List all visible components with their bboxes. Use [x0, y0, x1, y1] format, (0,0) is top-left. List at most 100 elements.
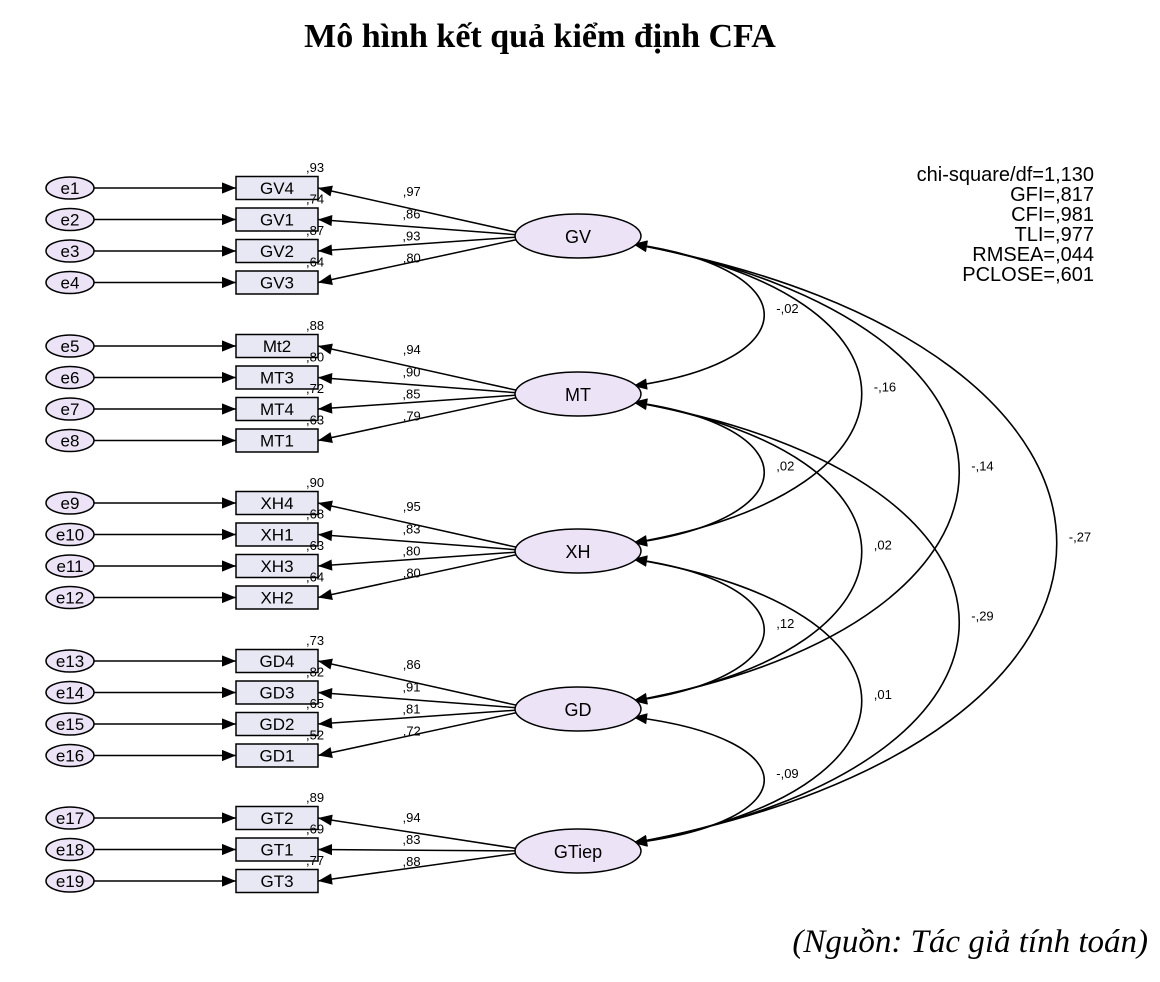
r2-label-xh2: ,64	[306, 570, 324, 585]
error-node-e16	[45, 743, 95, 768]
covariance-label-xh-gd: ,12	[776, 616, 794, 631]
error-node-e6	[45, 365, 95, 390]
loading-path-gd2	[317, 709, 517, 729]
loading-path-gv2	[317, 236, 517, 256]
covariance-xh-gd	[632, 555, 766, 705]
factor-label-gtiep: GTiep	[554, 842, 602, 862]
error-node-e4	[45, 270, 95, 295]
fit-stat-chisq: chi-square/df=1,130	[916, 164, 1094, 186]
covariance-label-mt-gd: ,02	[874, 538, 892, 553]
r2-label-gd4: ,73	[306, 633, 324, 648]
error-node-e7	[45, 397, 95, 421]
loading-label-mt1: ,79	[403, 409, 421, 424]
diagram-title: Mô hình kết quả kiểm định CFA	[304, 18, 776, 55]
error-node-e18	[45, 837, 95, 862]
loading-path-mt1	[317, 396, 518, 444]
error-label-e1: e1	[61, 179, 80, 198]
fit-stat-gfi: GFI=,817	[1010, 184, 1094, 206]
error-node-e14	[45, 680, 95, 705]
loading-label-mt3: ,90	[402, 364, 420, 379]
item-box-xh3	[235, 553, 319, 579]
item-label-gd4: GD4	[260, 652, 295, 671]
loading-label-xh1: ,83	[402, 521, 420, 536]
item-box-gd3	[235, 680, 319, 705]
item-label-xh3: XH3	[260, 557, 293, 576]
error-label-e5: e5	[61, 337, 80, 356]
loading-label-gt3: ,88	[403, 854, 421, 869]
loading-path-gd3	[317, 687, 517, 709]
covariance-gv-gtiep	[632, 241, 1058, 846]
loading-label-gv1: ,86	[402, 206, 420, 221]
loading-label-gt1: ,83	[402, 832, 420, 847]
loading-label-gt2: ,94	[403, 810, 421, 825]
loading-path-gv1	[317, 214, 517, 236]
covariance-xh-gtiep	[632, 555, 863, 847]
factor-label-mt: MT	[565, 385, 591, 405]
loading-label-gd4: ,86	[403, 657, 421, 672]
item-box-gv1	[235, 207, 319, 232]
loading-label-gv3: ,80	[403, 251, 421, 266]
item-label-gd3: GD3	[260, 684, 295, 703]
error-label-e9: e9	[61, 494, 80, 513]
covariance-label-gv-mt: -,02	[776, 301, 798, 316]
item-label-gv1: GV1	[260, 211, 294, 230]
loading-path-gv3	[317, 238, 518, 286]
loading-path-xh1	[317, 529, 517, 551]
covariance-label-gv-xh: -,16	[874, 380, 896, 395]
fit-stat-pclose: PCLOSE=,601	[962, 264, 1094, 286]
item-label-gt2: GT2	[260, 809, 293, 828]
factor-label-gd: GD	[565, 700, 592, 720]
item-box-gt1	[235, 837, 319, 862]
r2-label-gt2: ,89	[306, 790, 324, 805]
error-node-e9	[45, 491, 95, 515]
item-box-mt1	[235, 428, 319, 453]
loading-label-gd2: ,81	[402, 702, 420, 717]
item-label-gt1: GT1	[260, 841, 293, 860]
covariance-label-xh-gtiep: ,01	[874, 687, 892, 702]
loading-label-gd1: ,72	[403, 724, 421, 739]
loading-label-xh2: ,80	[403, 566, 421, 581]
r2-label-xh4: ,90	[306, 475, 324, 490]
covariance-mt-gd	[632, 398, 863, 705]
item-box-gv4	[235, 175, 319, 201]
error-node-e2	[45, 207, 95, 232]
r2-label-gt1: ,69	[306, 822, 324, 837]
factor-label-gv: GV	[565, 227, 591, 247]
r2-label-mt3: ,80	[306, 350, 324, 365]
fit-statistics: chi-square/df=1,130 GFI=,817 CFI=,981 TL…	[917, 165, 1094, 285]
fit-stat-cfi: CFI=,981	[1011, 204, 1094, 226]
factor-node-gv	[514, 213, 642, 259]
loading-paths-layer	[94, 182, 518, 887]
covariance-layer	[632, 240, 1058, 847]
fit-stat-tli: TLI=,977	[1014, 224, 1094, 246]
item-label-mt3: MT3	[260, 369, 294, 388]
covariance-gv-gd	[632, 241, 960, 704]
factor-label-xh: XH	[565, 542, 590, 562]
r2-label-gv1: ,74	[306, 192, 324, 207]
r2-label-gv2: ,87	[306, 223, 324, 238]
error-node-e5	[45, 334, 95, 358]
item-label-xh4: XH4	[260, 494, 293, 513]
error-node-e17	[45, 806, 95, 830]
loading-label-mt4: ,85	[402, 387, 420, 402]
error-node-e19	[45, 869, 95, 893]
r2-label-gt3: ,77	[306, 853, 324, 868]
error-node-e13	[45, 649, 95, 673]
error-label-e13: e13	[56, 652, 84, 671]
item-box-xh4	[235, 490, 319, 516]
error-label-e10: e10	[56, 526, 84, 545]
r2-label-gd3: ,82	[306, 665, 324, 680]
r2-label-gv4: ,93	[306, 160, 324, 175]
covariance-label-mt-xh: ,02	[776, 459, 794, 474]
item-box-mt4	[235, 396, 319, 422]
error-node-e15	[45, 712, 95, 736]
loading-path-gv4	[317, 185, 518, 234]
loading-path-gt1	[317, 843, 517, 856]
item-label-mt2: Mt2	[263, 337, 291, 356]
error-label-e8: e8	[61, 432, 80, 451]
nodes-layer	[45, 175, 642, 894]
r2-label-mt1: ,63	[306, 413, 324, 428]
r2-label-mt4: ,72	[306, 381, 324, 396]
